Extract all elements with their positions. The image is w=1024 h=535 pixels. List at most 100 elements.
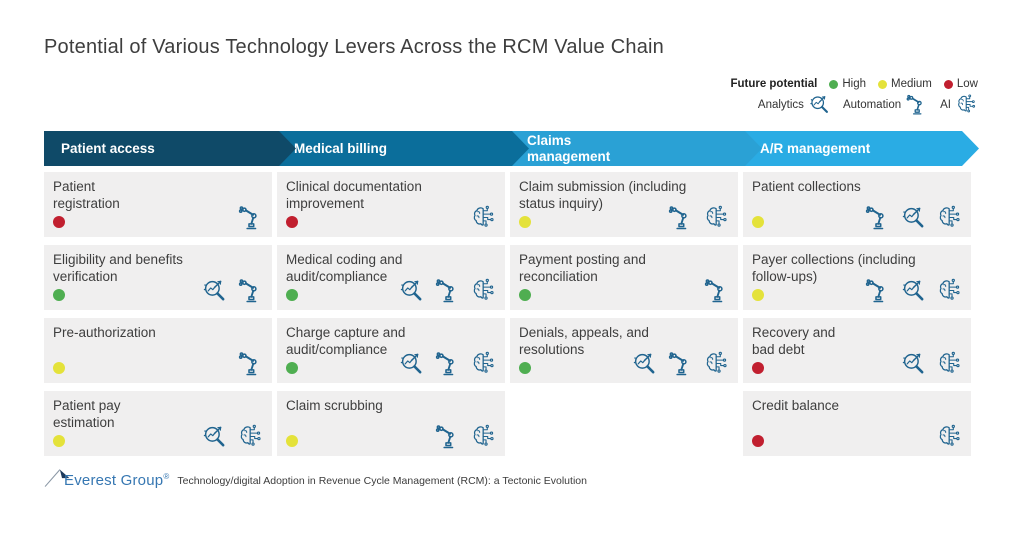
cell-tech-icons xyxy=(667,204,730,231)
low-potential-dot-icon xyxy=(752,435,764,447)
automation-icon xyxy=(667,204,694,231)
automation-icon xyxy=(434,277,461,304)
legend-levels-row: Future potential High Medium Low xyxy=(730,78,978,90)
legend-level-low: Low xyxy=(943,78,978,90)
cell-tech-icons xyxy=(201,277,264,304)
analytics-icon xyxy=(631,350,658,377)
low-potential-dot-icon xyxy=(752,362,764,374)
high-dot-icon xyxy=(829,79,839,89)
cell-medical-billing-2: Charge capture and audit/compliance xyxy=(277,318,505,383)
automation-icon xyxy=(864,277,891,304)
header-label: Medical billing xyxy=(294,140,388,156)
cell-tech-icons xyxy=(900,350,963,377)
low-potential-dot-icon xyxy=(53,216,65,228)
cell-title: Eligibility and benefits verification xyxy=(53,252,183,285)
legend-level-label: Low xyxy=(956,78,978,90)
ai-icon xyxy=(470,350,497,377)
legend-tech-automation: Automation xyxy=(843,93,928,116)
legend-title: Future potential xyxy=(730,78,818,90)
legend-tech-row: Analytics Automation AI xyxy=(758,93,978,116)
header-medical-billing: Medical billing xyxy=(277,131,529,166)
medium-potential-dot-icon xyxy=(53,362,65,374)
legend-tech-ai: AI xyxy=(940,93,978,116)
cell-title: Clinical documentation improvement xyxy=(286,179,422,212)
ai-icon xyxy=(703,204,730,231)
cell-title: Charge capture and audit/compliance xyxy=(286,325,406,358)
cell-patient-access-1: Eligibility and benefits verification xyxy=(44,245,272,310)
automation-icon xyxy=(864,204,891,231)
automation-icon xyxy=(237,277,264,304)
cell-medical-billing-3: Claim scrubbing xyxy=(277,391,505,456)
cell-medical-billing-1: Medical coding and audit/compliance xyxy=(277,245,505,310)
analytics-icon xyxy=(201,277,228,304)
ai-icon xyxy=(703,350,730,377)
ai-icon xyxy=(470,204,497,231)
cell-tech-icons xyxy=(864,204,963,231)
analytics-icon xyxy=(900,350,927,377)
analytics-icon xyxy=(398,350,425,377)
cell-a-r-management-1: Payer collections (including follow-ups) xyxy=(743,245,971,310)
cell-tech-icons xyxy=(398,350,497,377)
cell-title: Denials, appeals, and resolutions xyxy=(519,325,649,358)
footer-caption: Technology/digital Adoption in Revenue C… xyxy=(177,475,587,487)
cell-title: Credit balance xyxy=(752,398,840,413)
automation-icon xyxy=(434,423,461,450)
cell-title: Payment posting and reconciliation xyxy=(519,252,646,285)
legend-level-high: High xyxy=(829,78,866,90)
cell-a-r-management-0: Patient collections xyxy=(743,172,971,237)
cell-patient-access-2: Pre-authorization xyxy=(44,318,272,383)
cell-title: Claim submission (including status inqui… xyxy=(519,179,687,212)
ai-icon xyxy=(237,423,264,450)
header-a-r-management: A/R management xyxy=(743,131,979,166)
automation-icon xyxy=(905,93,928,116)
header-claims-management: Claims management xyxy=(510,131,762,166)
ai-icon xyxy=(955,93,978,116)
legend-levels: High Medium Low xyxy=(829,78,978,90)
analytics-icon xyxy=(201,423,228,450)
legend-tech-analytics: Analytics xyxy=(758,93,831,116)
cell-title: Medical coding and audit/compliance xyxy=(286,252,403,285)
cell-title: Pre-authorization xyxy=(53,325,156,340)
cell-tech-icons xyxy=(201,423,264,450)
cell-a-r-management-3: Credit balance xyxy=(743,391,971,456)
automation-icon xyxy=(237,350,264,377)
cell-tech-icons xyxy=(936,423,963,450)
medium-dot-icon xyxy=(877,79,887,89)
high-potential-dot-icon xyxy=(286,362,298,374)
ai-icon xyxy=(936,204,963,231)
header-patient-access: Patient access xyxy=(44,131,296,166)
cell-tech-icons xyxy=(864,277,963,304)
cell-tech-icons xyxy=(631,350,730,377)
cell-title: Patient pay estimation xyxy=(53,398,121,431)
header-label: Claims management xyxy=(527,132,611,164)
high-potential-dot-icon xyxy=(53,289,65,301)
medium-potential-dot-icon xyxy=(519,216,531,228)
cell-claims-management-0: Claim submission (including status inqui… xyxy=(510,172,738,237)
medium-potential-dot-icon xyxy=(752,289,764,301)
cell-tech-icons xyxy=(237,350,264,377)
medium-potential-dot-icon xyxy=(53,435,65,447)
cell-title: Recovery and bad debt xyxy=(752,325,836,358)
cell-medical-billing-0: Clinical documentation improvement xyxy=(277,172,505,237)
high-potential-dot-icon xyxy=(286,289,298,301)
cell-patient-access-3: Patient pay estimation xyxy=(44,391,272,456)
cell-title: Patient registration xyxy=(53,179,120,212)
legend-level-label: High xyxy=(842,78,866,90)
automation-icon xyxy=(434,350,461,377)
legend-level-label: Medium xyxy=(890,78,932,90)
cell-tech-icons xyxy=(470,204,497,231)
legend-tech-label: Automation xyxy=(842,98,902,111)
cell-tech-icons xyxy=(237,204,264,231)
brand-name: Everest Group® xyxy=(64,472,170,489)
header-label: A/R management xyxy=(760,140,871,156)
analytics-icon xyxy=(900,204,927,231)
ai-icon xyxy=(470,423,497,450)
footer: Everest Group® Technology/digital Adopti… xyxy=(44,463,587,489)
automation-icon xyxy=(237,204,264,231)
ai-icon xyxy=(470,277,497,304)
cell-title: Claim scrubbing xyxy=(286,398,383,413)
medium-potential-dot-icon xyxy=(286,435,298,447)
header-label: Patient access xyxy=(61,140,155,156)
legend: Future potential High Medium Low Analytics… xyxy=(730,78,978,116)
analytics-icon xyxy=(398,277,425,304)
